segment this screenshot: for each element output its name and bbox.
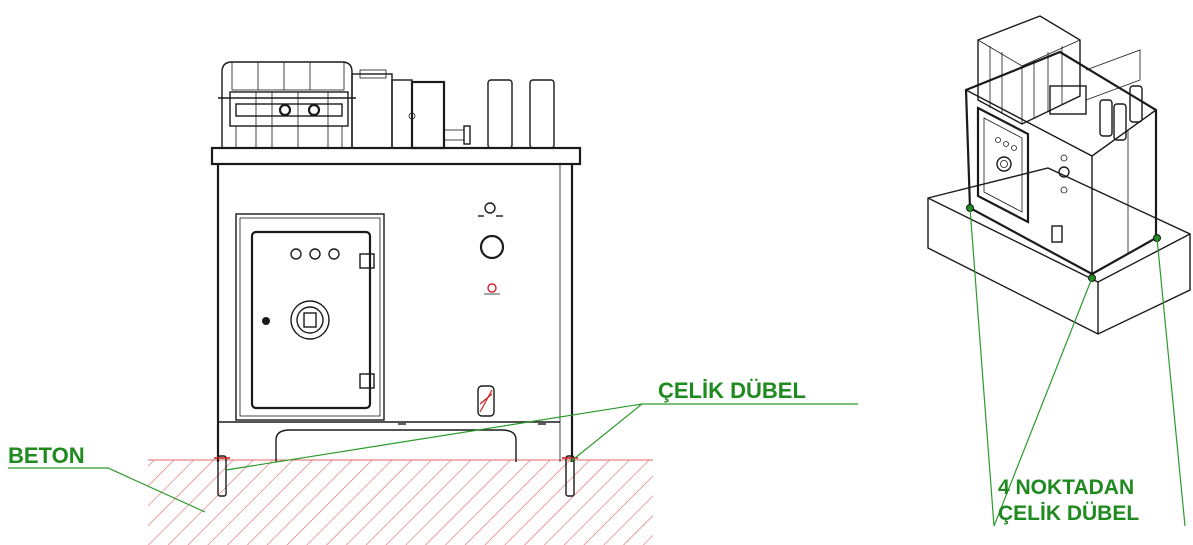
iso-concrete-block	[927, 167, 1191, 335]
top-mechanism	[218, 61, 555, 150]
label-dort-noktadan-celik-dubel: ÇELİK DÜBEL	[998, 502, 1139, 525]
label-beton: BETON	[8, 443, 85, 468]
label-dort-noktadan: 4 NOKTADAN	[998, 476, 1134, 499]
concrete-block	[148, 460, 653, 545]
isometric-view-machine	[927, 15, 1191, 335]
leader-lines	[8, 207, 1186, 527]
label-celik-dubel: ÇELİK DÜBEL	[658, 378, 806, 403]
front-view-machine	[148, 61, 653, 545]
anchor-bolt-left	[214, 455, 230, 497]
main-body	[216, 164, 574, 462]
top-plate	[210, 146, 582, 166]
